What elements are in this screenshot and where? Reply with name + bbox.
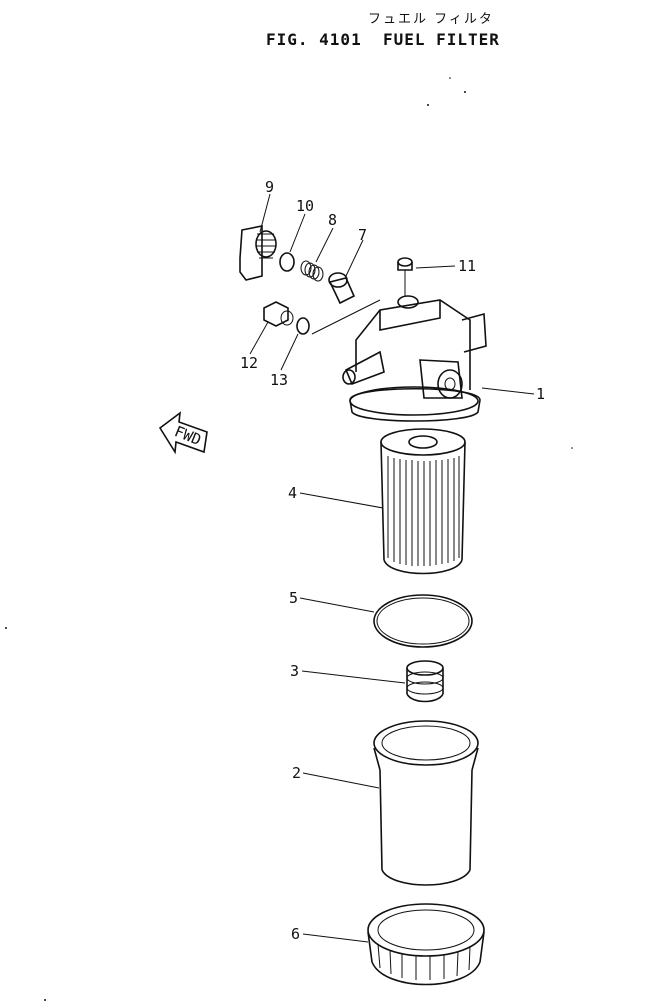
plug-part xyxy=(263,301,294,327)
spring-small-part xyxy=(300,260,324,282)
title-japanese: フュエル フィルタ xyxy=(368,12,494,27)
callout-12: 12 xyxy=(240,354,258,372)
callout-5: 5 xyxy=(289,589,298,607)
filter-head-part xyxy=(342,295,487,422)
filter-element-part xyxy=(380,428,466,575)
washer-part xyxy=(296,317,310,335)
fwd-arrow-icon: FWD xyxy=(158,411,208,455)
air-bleed-screw-part xyxy=(397,257,413,296)
callout-11: 11 xyxy=(458,257,476,275)
figure-title: FIG. 4101 FUEL FILTER xyxy=(266,30,500,49)
fwd-label: FWD xyxy=(172,422,204,449)
callout-7: 7 xyxy=(358,226,367,244)
figure-number: FIG. 4101 xyxy=(266,30,362,49)
callout-6: 6 xyxy=(291,925,300,943)
sleeve-part xyxy=(328,272,356,305)
spring-part xyxy=(406,660,444,703)
callout-9: 9 xyxy=(265,178,274,196)
lever-cock-part xyxy=(239,225,277,281)
callout-1: 1 xyxy=(536,385,545,403)
ring-nut-part xyxy=(367,903,485,986)
scan-specks xyxy=(5,77,573,1001)
callout-labels: 9 10 8 7 11 12 13 1 4 5 3 2 6 xyxy=(240,178,545,943)
leader-lines xyxy=(249,193,535,943)
callout-2: 2 xyxy=(292,764,301,782)
figure-name: FUEL FILTER xyxy=(382,30,500,49)
o-ring-part xyxy=(373,594,473,648)
filter-bowl-part xyxy=(373,720,479,886)
callout-10: 10 xyxy=(296,197,314,215)
callout-13: 13 xyxy=(270,371,288,389)
o-ring-small-part xyxy=(279,252,295,272)
callout-8: 8 xyxy=(328,211,337,229)
callout-4: 4 xyxy=(288,484,297,502)
callout-3: 3 xyxy=(290,662,299,680)
